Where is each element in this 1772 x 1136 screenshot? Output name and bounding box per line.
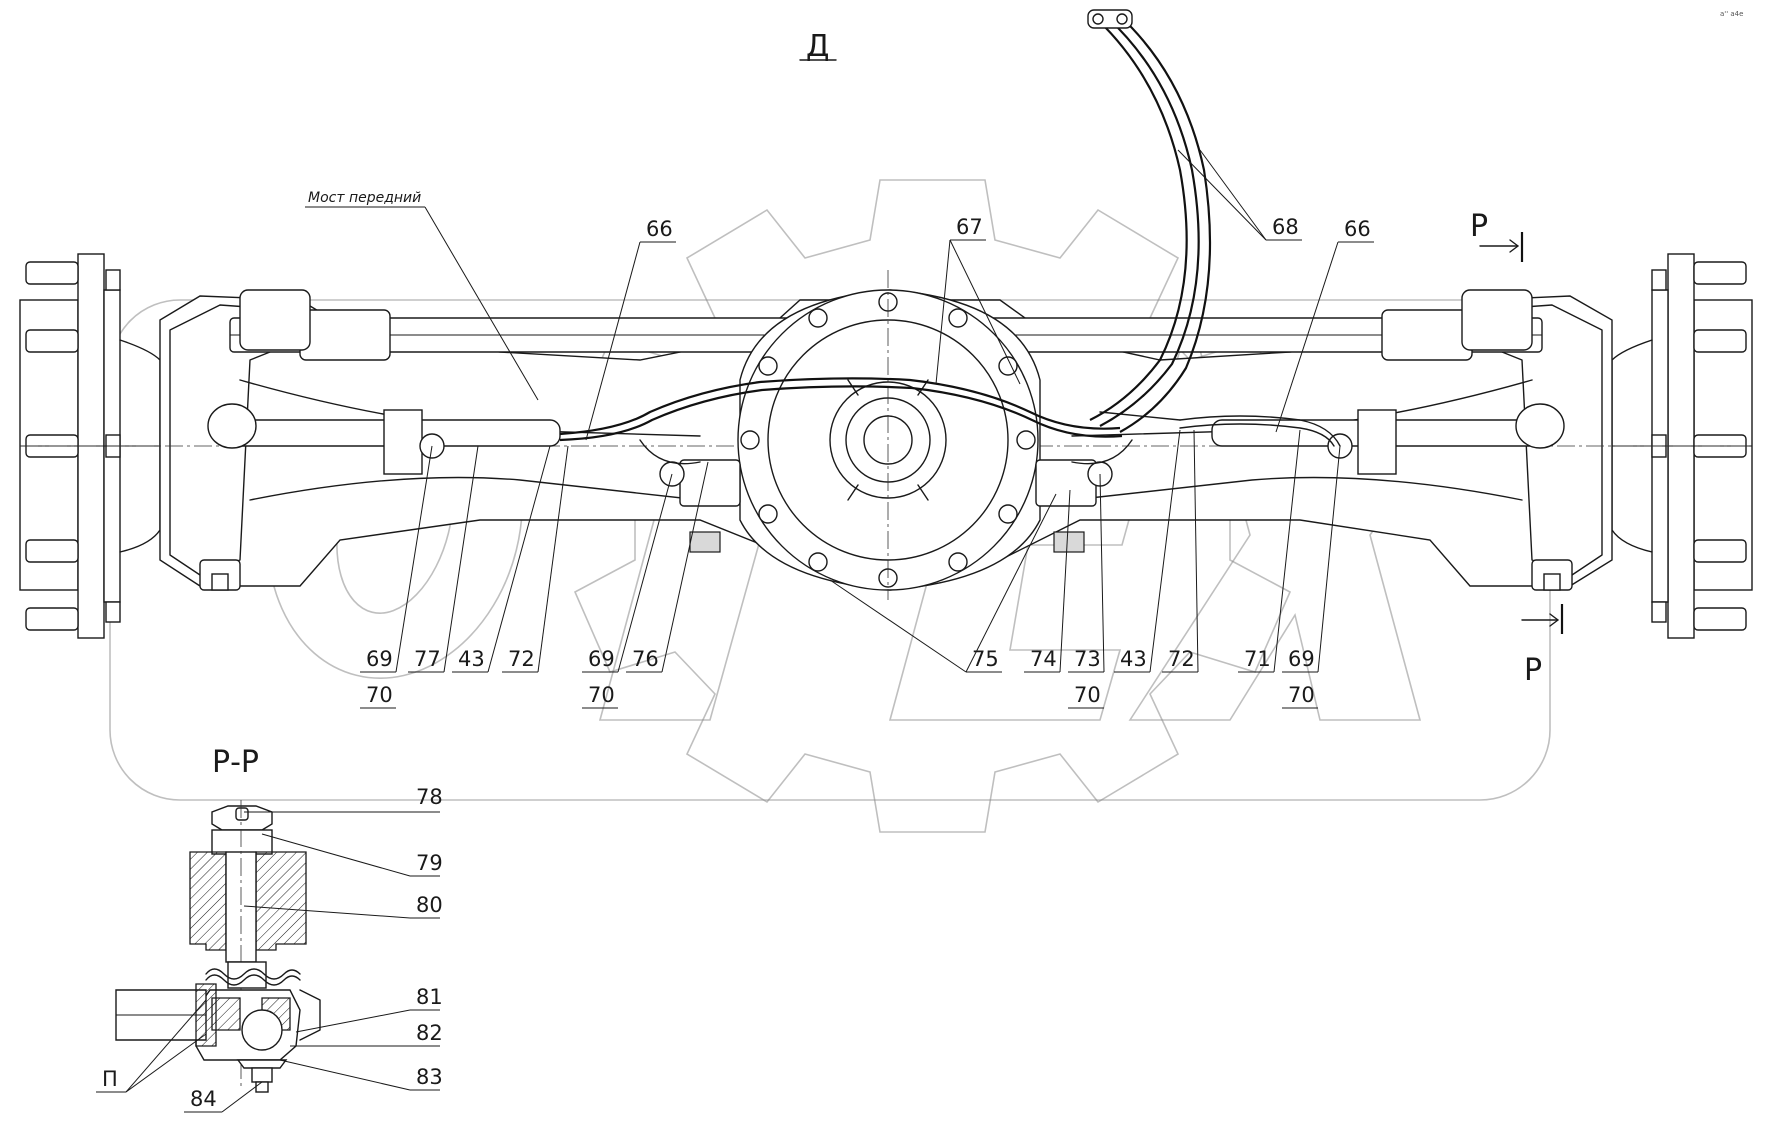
callout-70-a: 70 [366, 683, 393, 707]
callout-70-b: 70 [588, 683, 615, 707]
steering-cylinders [199, 403, 1573, 591]
callout-P: П [102, 1067, 118, 1091]
differential-housing [737, 270, 1041, 600]
section-letter-lower: Р [1524, 653, 1542, 688]
callout-75: 75 [972, 647, 999, 671]
callout-66-left: 66 [646, 217, 673, 241]
right-wheel-hub [1611, 253, 1753, 639]
section-mark-lower: Р [1521, 604, 1564, 688]
callout-83: 83 [416, 1065, 443, 1089]
callout-80: 80 [416, 893, 443, 917]
callout-70-d: 70 [1288, 683, 1315, 707]
front-axle-note: Мост передний [308, 190, 421, 206]
section-letter-upper: Р [1470, 209, 1488, 244]
callout-74: 74 [1030, 647, 1057, 671]
section-title: Р-Р [212, 745, 259, 780]
callout-70-c: 70 [1074, 683, 1101, 707]
callout-69-a: 69 [366, 647, 393, 671]
callout-82: 82 [416, 1021, 443, 1045]
callout-72-a: 72 [508, 647, 535, 671]
section-mark-upper: Р [1470, 209, 1524, 262]
hydraulic-hoses [559, 9, 1341, 465]
callout-84: 84 [190, 1087, 217, 1111]
callout-69-c: 69 [1288, 647, 1315, 671]
callout-43-a: 43 [458, 647, 485, 671]
callout-71: 71 [1244, 647, 1271, 671]
callout-66-right: 66 [1344, 217, 1371, 241]
callout-73: 73 [1074, 647, 1101, 671]
callout-72-b: 72 [1168, 647, 1195, 671]
callouts-lower: 69 70 77 43 72 69 70 76 75 74 73 70 [360, 429, 1341, 709]
callout-76: 76 [632, 647, 659, 671]
callouts-section: 78 79 80 81 82 83 84 П [96, 785, 443, 1113]
callouts-upper: 66 67 68 66 [585, 149, 1374, 441]
callout-79: 79 [416, 851, 443, 875]
callout-77: 77 [414, 647, 441, 671]
callout-43-b: 43 [1120, 647, 1147, 671]
corner-stamp: a'' a4e [1720, 10, 1743, 18]
callout-81: 81 [416, 985, 443, 1009]
callout-68: 68 [1272, 215, 1299, 239]
callout-69-b: 69 [588, 647, 615, 671]
callout-67: 67 [956, 215, 983, 239]
view-label: Д [806, 29, 829, 64]
section-view: Р-Р [115, 745, 321, 1093]
callout-78: 78 [416, 785, 443, 809]
